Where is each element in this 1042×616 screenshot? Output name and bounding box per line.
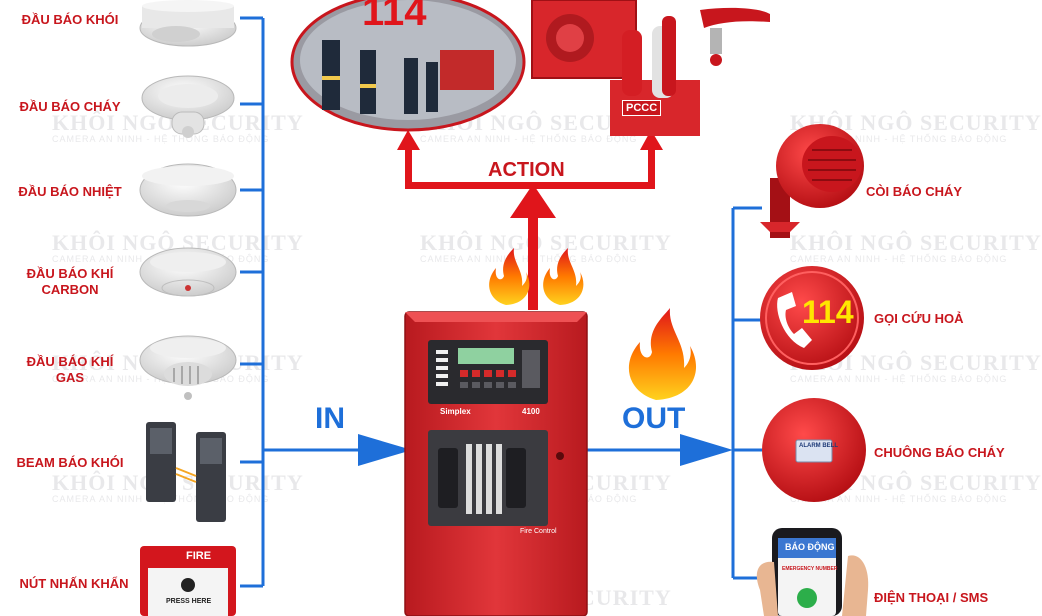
manual-call-point-icon (140, 546, 236, 616)
carbon-gas-detector-icon (139, 247, 237, 297)
fire-detector-icon (141, 75, 235, 138)
watermark-subtitle: CAMERA AN NINH - HỆ THỐNG BÁO ĐỘNG (52, 134, 270, 144)
watermark-subtitle: CAMERA AN NINH - HỆ THỐNG BÁO ĐỘNG (420, 134, 638, 144)
watermark-subtitle: CAMERA AN NINH - HỆ THỐNG BÁO ĐỘNG (790, 374, 1008, 384)
panel-model: 4100 (522, 407, 540, 416)
label-line: NÚT NHẤN KHẨN (19, 576, 129, 591)
label-text: CHUÔNG BÁO CHÁY (874, 445, 1005, 460)
phone-screen-title: BÁO ĐỘNG (785, 542, 835, 552)
beam-smoke-detector-icon (146, 422, 226, 522)
siren-icon (760, 124, 864, 238)
watermark-subtitle: CAMERA AN NINH - HỆ THỐNG BÁO ĐỘNG (790, 134, 1008, 144)
output-label-siren: CÒI BÁO CHÁY (866, 184, 1016, 200)
label-line: BEAM BÁO KHÓI (16, 455, 124, 470)
label-line: CARBON (41, 282, 99, 297)
manual-call-point-subtitle: PRESS HERE (166, 598, 212, 605)
fire-equipment-icon (531, 0, 770, 136)
watermark-subtitle: CAMERA AN NINH - HỆ THỐNG BÁO ĐỘNG (790, 254, 1008, 264)
input-label-carbon-gas-detector: ĐẦU BÁO KHÍ CARBON (10, 266, 130, 298)
in-arrow (358, 434, 412, 466)
firefighters-photo-icon (290, 0, 526, 132)
input-label-fire-detector: ĐẦU BÁO CHÁY (10, 99, 130, 115)
call-number: 114 (802, 294, 854, 330)
label-text: CÒI BÁO CHÁY (866, 184, 963, 199)
label-line: ĐẦU BÁO KHÍ (26, 266, 114, 281)
action-label: ACTION (488, 159, 565, 181)
watermark-title: KHÔI NGÔ SECURITY (420, 230, 672, 255)
fire-alarm-control-panel (404, 311, 588, 616)
heat-detector-icon (139, 163, 237, 217)
out-arrow (680, 434, 733, 466)
panel-brand: Simplex (440, 407, 471, 416)
label-text: GỌI CỨU HOẢ (874, 311, 964, 326)
label-line: GAS (55, 370, 85, 385)
flame-icon (489, 248, 697, 400)
out-label: OUT (622, 402, 686, 435)
output-label-alarm-bell: CHUÔNG BÁO CHÁY (874, 445, 1022, 461)
watermark-subtitle: CAMERA AN NINH - HỆ THỐNG BÁO ĐỘNG (790, 494, 1008, 504)
bell-plate: ALARM BELL (799, 443, 838, 449)
panel-caption: Fire Control (520, 528, 557, 535)
alarm-bell-icon (762, 398, 866, 502)
label-line: ĐẦU BÁO KHÓI (21, 12, 119, 27)
gas-detector-icon (139, 335, 237, 400)
firefighters-number: 114 (362, 0, 427, 34)
input-label-beam-smoke-detector: BEAM BÁO KHÓI (10, 455, 130, 471)
input-label-manual-call-point: NÚT NHẤN KHẨN (10, 576, 138, 592)
input-label-smoke-detector: ĐẦU BÁO KHÓI (10, 12, 130, 28)
label-line: ĐẦU BÁO KHÍ (26, 354, 114, 369)
watermark-title: KHÔI NGÔ SECURITY (790, 230, 1042, 255)
label-line: ĐẦU BÁO NHIỆT (18, 184, 122, 199)
label-line: ĐẦU BÁO CHÁY (19, 99, 121, 114)
smoke-detector-icon (139, 0, 237, 47)
input-bus-lines (240, 16, 370, 588)
phone-114-icon (760, 266, 864, 370)
input-label-heat-detector: ĐẦU BÁO NHIỆT (10, 184, 130, 200)
action-arrows (397, 130, 663, 310)
manual-call-point-title: FIRE (186, 550, 212, 562)
output-bus-lines (586, 206, 762, 580)
in-label: IN (315, 402, 345, 435)
input-label-gas-detector: ĐẦU BÁO KHÍ GAS (10, 354, 130, 386)
output-label-phone-sms: ĐIỆN THOẠI / SMS (874, 590, 1022, 606)
fire-cabinet-tag: PCCC (622, 100, 662, 116)
phone-screen-subtitle: EMERGENCY NUMBER (782, 566, 838, 572)
output-label-call-fire-brigade: GỌI CỨU HOẢ (874, 311, 1014, 327)
label-text: ĐIỆN THOẠI / SMS (874, 590, 989, 605)
mobile-phone-icon (756, 528, 869, 616)
